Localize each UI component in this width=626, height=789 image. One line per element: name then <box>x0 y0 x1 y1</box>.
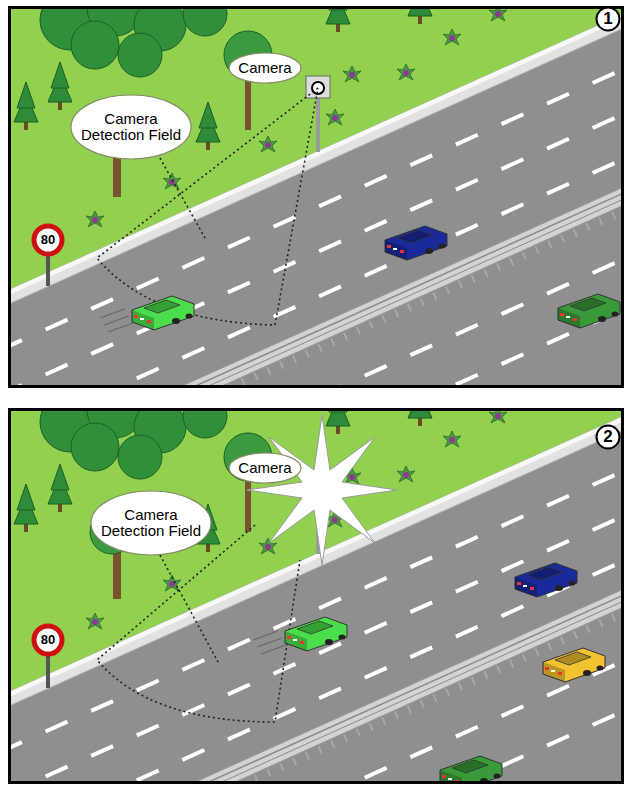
green-car <box>132 296 194 330</box>
callout-ellipse: Camera Detection Field <box>70 94 192 160</box>
callout-text: Camera Detection Field <box>93 507 209 540</box>
callout-shape <box>71 95 191 159</box>
green-car <box>558 294 620 328</box>
callout-shape <box>229 453 301 483</box>
speed-limit-sign: 80 <box>31 223 65 257</box>
road-scene <box>10 410 622 782</box>
num-shape <box>597 426 620 449</box>
blue-car <box>515 563 577 597</box>
callout-text: Camera <box>238 460 291 477</box>
green-car <box>285 617 347 651</box>
blue-car <box>385 226 447 260</box>
panel-number: 2 <box>595 424 621 450</box>
speed-limit-value: 80 <box>41 233 55 247</box>
panel-one-scene <box>10 8 622 386</box>
callout-shape <box>91 491 211 555</box>
taxi-car <box>543 648 605 682</box>
speed-lines <box>253 631 286 654</box>
callout-ellipse: Camera <box>228 52 302 84</box>
callout-text: Camera Detection Field <box>73 111 189 144</box>
panel-number: 1 <box>595 6 621 32</box>
callout-number: 2 <box>603 428 612 447</box>
callout-number: 1 <box>603 10 612 29</box>
callout-ellipse: Camera <box>228 452 302 484</box>
panel-frame <box>10 8 623 387</box>
num-shape <box>597 8 620 31</box>
callout-text: Camera <box>238 60 291 77</box>
road-scene <box>10 8 622 386</box>
speed-limit-value: 80 <box>41 633 55 647</box>
callout-shape <box>229 53 301 83</box>
panel-frame <box>10 410 623 783</box>
callout-ellipse: Camera Detection Field <box>90 490 212 556</box>
sign-shape <box>34 626 62 654</box>
sign-shape <box>34 226 62 254</box>
panel-two-scene <box>10 410 622 782</box>
detection-field <box>97 525 300 722</box>
green-car <box>440 756 502 782</box>
speed-limit-sign: 80 <box>31 623 65 657</box>
camera-flash <box>247 415 397 565</box>
speed-lines <box>100 309 133 332</box>
